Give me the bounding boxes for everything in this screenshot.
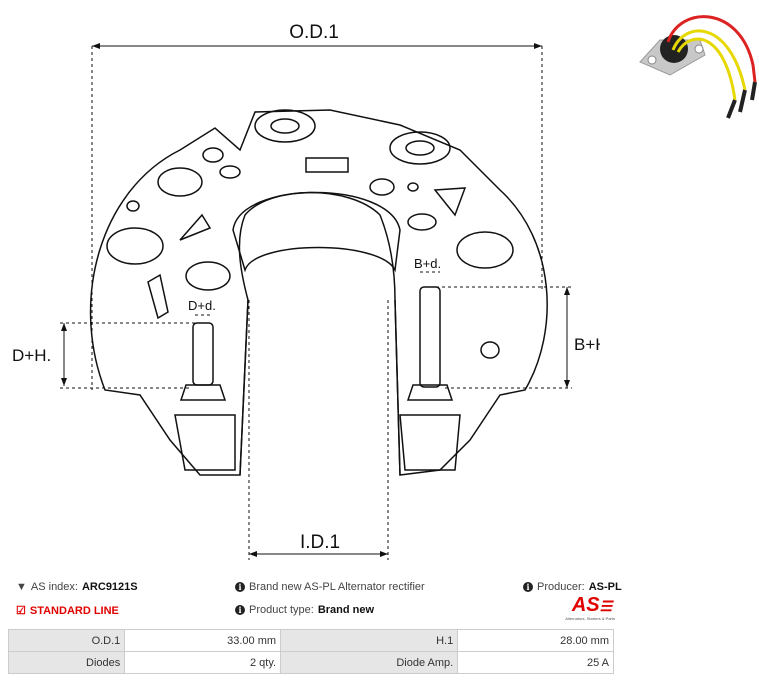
product-type-label: Product type:: [249, 604, 314, 616]
standard-line-label: STANDARD LINE: [29, 604, 119, 617]
product-type-value: Brand new: [317, 604, 375, 616]
spec-label: Diode Amp.: [280, 651, 459, 674]
table-row: Diodes 2 qty. Diode Amp. 25 A: [7, 651, 614, 674]
spec-value: 2 qty.: [124, 651, 282, 674]
info-icon: i: [523, 582, 533, 592]
bh-label: B+H.: [574, 335, 600, 354]
info-icon: i: [235, 605, 245, 615]
logo-stripes-icon: ☰: [599, 598, 613, 614]
info-icon: i: [235, 582, 245, 592]
dh-label: D+H.: [12, 346, 51, 365]
producer: i Producer: AS-PL: [523, 581, 622, 593]
specs-table: O.D.1 33.00 mm H.1 28.00 mm Diodes 2 qty…: [7, 629, 614, 674]
description-text: Brand new AS-PL Alternator rectifier: [249, 581, 425, 593]
as-index: ▼ AS index: ARC9121S: [16, 581, 138, 593]
center-bore: [232, 191, 401, 273]
logo-tagline: Alternators, Starters & Parts: [565, 616, 615, 621]
checkbox-icon: ☑: [16, 605, 26, 617]
screw-right: [419, 286, 441, 388]
od-label: O.D.1: [289, 22, 339, 43]
producer-value: AS-PL: [588, 581, 622, 593]
dimension-arrowheads: [61, 43, 570, 557]
spec-label: Diodes: [7, 651, 126, 674]
tags-icon: ▼: [16, 581, 27, 593]
id-label: I.D.1: [300, 532, 340, 553]
as-index-label: AS index:: [30, 581, 78, 593]
bd-label: B+d.: [414, 256, 441, 271]
table-row: O.D.1 33.00 mm H.1 28.00 mm: [7, 629, 614, 652]
as-pl-logo: AS☰ Alternators, Starters & Parts: [555, 595, 615, 621]
standard-line: ☑ STANDARD LINE: [16, 604, 119, 618]
dimension-lines: [60, 45, 572, 560]
spec-value: 33.00 mm: [124, 629, 282, 652]
description: i Brand new AS-PL Alternator rectifier: [235, 581, 425, 593]
spec-value: 28.00 mm: [457, 629, 614, 652]
technical-drawing: O.D.1 I.D.1 D+H. B+H. D+d. B+d.: [12, 22, 600, 560]
producer-label: Producer:: [537, 581, 585, 593]
screw-left: [192, 322, 214, 386]
product-type: i Product type: Brand new: [235, 604, 374, 616]
logo-text: AS: [571, 594, 600, 616]
spec-label: H.1: [280, 629, 459, 652]
as-index-value: ARC9121S: [81, 581, 138, 593]
rectifier-outline: [89, 109, 548, 476]
dd-label: D+d.: [188, 298, 216, 313]
product-photo: [639, 15, 757, 119]
logo-mark: AS☰: [569, 595, 615, 616]
spec-value: 25 A: [457, 651, 614, 674]
spec-label: O.D.1: [7, 629, 126, 652]
